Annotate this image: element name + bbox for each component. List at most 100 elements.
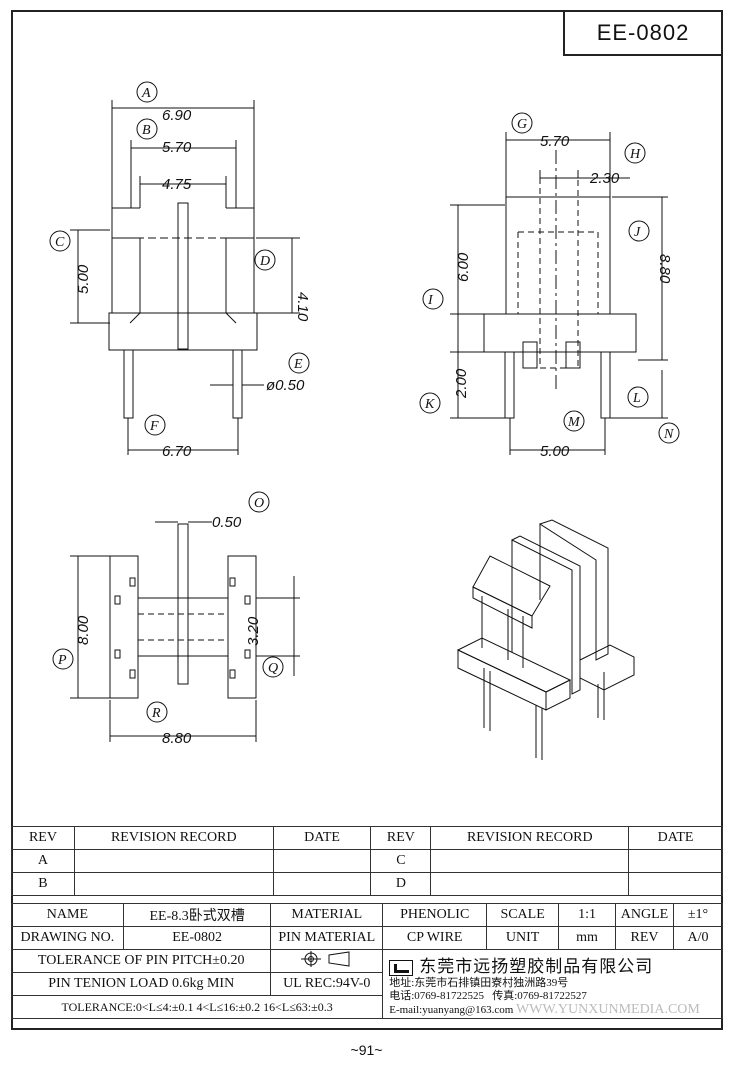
- revision-record-header: REVISION RECORD: [430, 826, 630, 850]
- record-cell: [73, 872, 274, 896]
- company-email: E-mail:yuanyang@163.com: [389, 1003, 514, 1016]
- company-address: 地址:东莞市石排镇田寮村独洲路39号: [389, 976, 569, 989]
- side-view: [450, 132, 668, 455]
- page-number: ~91~: [350, 1042, 383, 1058]
- record-cell: [430, 849, 630, 873]
- dim-G: 5.70: [540, 133, 570, 150]
- label-Q: Q: [268, 661, 278, 676]
- title-block-row: DRAWING NO. EE-0802 PIN MATERIAL CP WIRE…: [11, 926, 724, 950]
- label-C: C: [55, 235, 65, 250]
- isometric-view: [456, 519, 635, 760]
- rev-value: A/0: [672, 926, 724, 950]
- dim-I: 6.00: [455, 252, 472, 282]
- pin-tension: PIN TENION LOAD 0.6kg MIN: [10, 972, 272, 996]
- label-E: E: [293, 357, 303, 372]
- dim-K: 2.00: [453, 368, 470, 399]
- dim-A: 6.90: [162, 107, 192, 124]
- label-A: A: [141, 86, 151, 101]
- label-M: M: [567, 415, 581, 430]
- date-cell: [272, 872, 372, 896]
- dim-inner: 4.75: [162, 176, 192, 193]
- date-header: DATE: [628, 826, 723, 850]
- dim-C: 5.00: [75, 264, 92, 294]
- dim-R: 8.80: [162, 730, 192, 747]
- dim-F: 6.70: [162, 443, 192, 460]
- tolerance-line: TOLERANCE:0<L≤4:±0.1 4<L≤16:±0.2 16<L≤63…: [10, 995, 384, 1019]
- label-R: R: [151, 706, 161, 721]
- ul-rec: UL REC:94V-0: [270, 972, 384, 996]
- title-block-row: TOLERANCE:0<L≤4:±0.1 4<L≤16:±0.2 16<L≤63…: [10, 995, 723, 1019]
- rev-cell: B: [11, 872, 75, 896]
- dim-B: 5.70: [162, 139, 192, 156]
- dim-H: 2.30: [589, 170, 620, 187]
- dim-Q: 3.20: [245, 616, 262, 646]
- drawing-sheet-border: [11, 10, 723, 1030]
- label-O: O: [254, 496, 264, 511]
- label-H: H: [629, 147, 641, 162]
- watermark: WWW.YUNXUNMEDIA.COM: [516, 1001, 700, 1017]
- unit-label: UNIT: [486, 926, 560, 950]
- name-value: EE-8.3卧式双槽: [122, 903, 272, 927]
- material-label: MATERIAL: [270, 903, 384, 927]
- label-F: F: [149, 419, 159, 434]
- projection-symbol-icon: [300, 950, 350, 967]
- angle-value: ±1°: [672, 903, 724, 927]
- company-logo-icon: [389, 960, 414, 977]
- label-N: N: [663, 427, 674, 442]
- dim-M: 5.00: [540, 443, 570, 460]
- company-name: 东莞市远扬塑胶制品有限公司: [419, 956, 654, 976]
- date-header: DATE: [272, 826, 372, 850]
- material-value: PHENOLIC: [382, 903, 488, 927]
- drawing-no-label: DRAWING NO.: [11, 926, 124, 950]
- label-K: K: [424, 397, 435, 412]
- rev-header: REV: [11, 826, 75, 850]
- title-block-row: TOLERANCE OF PIN PITCH±0.20 东莞市远扬塑胶制品有限公…: [10, 949, 723, 1019]
- label-D: D: [259, 254, 270, 269]
- revision-header-row: REV REVISION RECORD DATE REV REVISION RE…: [11, 826, 723, 850]
- revision-table: REV REVISION RECORD DATE REV REVISION RE…: [11, 826, 723, 896]
- dim-P: 8.00: [75, 615, 92, 645]
- label-B: B: [142, 123, 151, 138]
- title-block-row: NAME EE-8.3卧式双槽 MATERIAL PHENOLIC SCALE …: [11, 903, 724, 927]
- label-J: J: [634, 225, 641, 240]
- rev-cell: D: [370, 872, 432, 896]
- table-row: A C: [11, 849, 723, 873]
- date-cell: [272, 849, 372, 873]
- pin-material-label: PIN MATERIAL: [270, 926, 384, 950]
- pin-material-value: CP WIRE: [382, 926, 488, 950]
- date-cell: [628, 849, 723, 873]
- company-phone: 电话:0769-81722525: [389, 989, 484, 1002]
- angle-label: ANGLE: [615, 903, 674, 927]
- title-block-row: PIN TENION LOAD 0.6kg MIN UL REC:94V-0: [10, 972, 723, 996]
- label-P: P: [57, 653, 67, 668]
- rev-cell: C: [370, 849, 432, 873]
- projection-symbol: [270, 949, 384, 973]
- dim-O: 0.50: [212, 514, 242, 531]
- dim-D: 4.10: [294, 292, 311, 322]
- record-cell: [430, 872, 630, 896]
- unit-value: mm: [558, 926, 616, 950]
- company-fax: 传真:0769-81722527: [492, 989, 587, 1002]
- title-block: NAME EE-8.3卧式双槽 MATERIAL PHENOLIC SCALE …: [10, 903, 724, 1019]
- front-view: [70, 100, 300, 455]
- dim-E: ø0.50: [266, 377, 305, 394]
- record-cell: [73, 849, 274, 873]
- name-label: NAME: [11, 903, 124, 927]
- label-L: L: [632, 391, 641, 406]
- table-row: B D: [11, 872, 723, 896]
- label-G: G: [517, 117, 527, 132]
- rev-cell: A: [11, 849, 75, 873]
- company-info: 东莞市远扬塑胶制品有限公司 地址:东莞市石排镇田寮村独洲路39号 电话:0769…: [382, 949, 723, 1019]
- date-cell: [628, 872, 723, 896]
- scale-value: 1:1: [558, 903, 616, 927]
- drawing-no-value: EE-0802: [122, 926, 272, 950]
- rev-label: REV: [615, 926, 674, 950]
- pin-pitch-tolerance: TOLERANCE OF PIN PITCH±0.20: [10, 949, 272, 973]
- label-I: I: [427, 293, 434, 308]
- dim-J: 8.80: [656, 254, 673, 284]
- top-view: [70, 521, 300, 742]
- revision-record-header: REVISION RECORD: [73, 826, 274, 850]
